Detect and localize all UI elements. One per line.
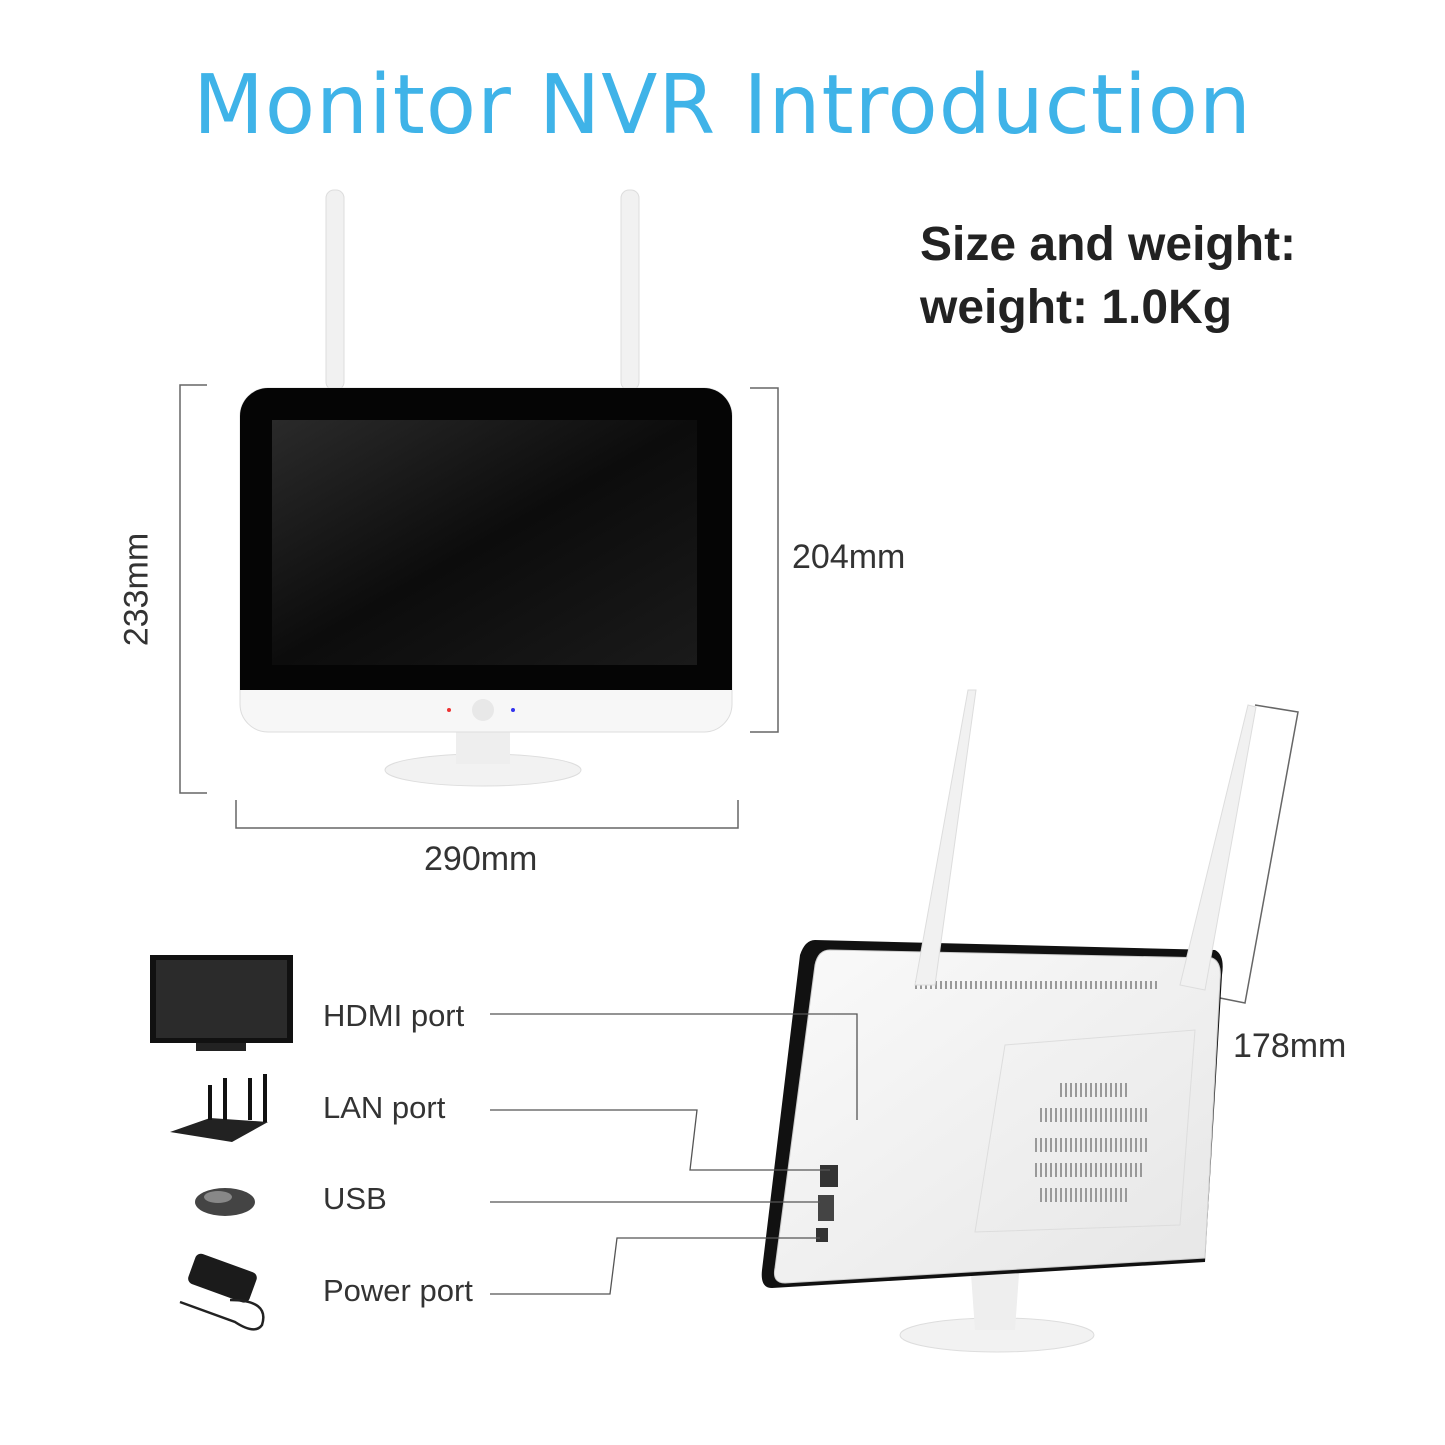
label-hdmi-port: HDMI port: [323, 998, 465, 1033]
spec-weight: weight: 1.0Kg: [920, 281, 1233, 334]
dimension-lines: [179, 384, 1299, 1004]
dim-depth: 178mm: [1233, 1027, 1347, 1065]
dim-width: 290mm: [424, 840, 538, 878]
monitor-back: [761, 689, 1257, 1353]
port-leader-lines: [490, 1013, 858, 1295]
label-usb: USB: [323, 1181, 387, 1216]
power-adapter-icon: [179, 1253, 265, 1331]
router-icon: [170, 1074, 268, 1142]
label-power-port: Power port: [323, 1273, 473, 1308]
spec-heading: Size and weight:: [920, 218, 1297, 271]
dim-height-total: 233mm: [117, 532, 156, 647]
mouse-icon: [195, 1188, 255, 1216]
dim-height-screen: 204mm: [792, 538, 906, 576]
monitor-icon: [150, 955, 293, 1051]
label-lan-port: LAN port: [323, 1090, 446, 1125]
monitor-front: [239, 189, 733, 787]
page-title: Monitor NVR Introduction: [193, 58, 1252, 153]
